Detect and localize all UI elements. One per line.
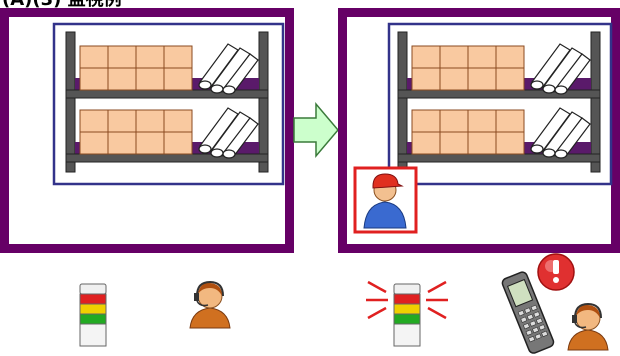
- panel-after: [343, 13, 616, 249]
- operator-headset-icon: [568, 304, 608, 350]
- alert-exclamation-icon: [538, 254, 574, 290]
- right-arrow-icon: [294, 104, 338, 156]
- signal-tower-normal: [80, 284, 106, 346]
- signal-tower-alert: [366, 282, 448, 346]
- panel-before: [5, 13, 290, 249]
- operator-headset-icon: [190, 282, 230, 328]
